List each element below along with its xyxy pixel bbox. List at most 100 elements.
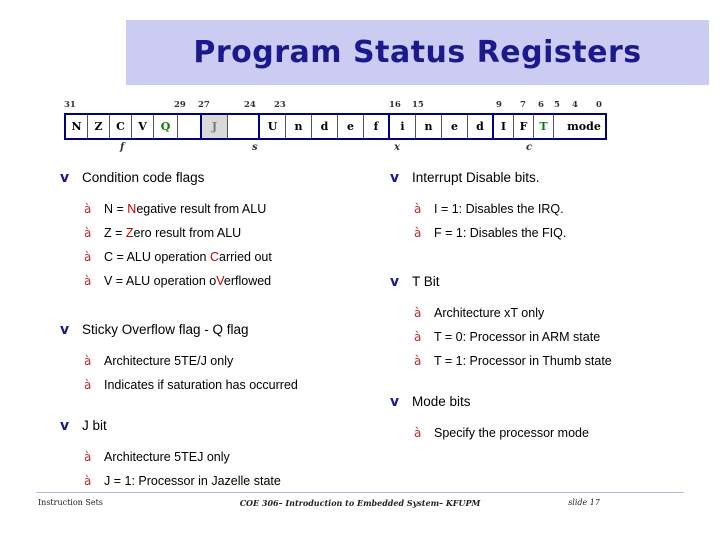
title-banner: Program Status Registers (126, 20, 709, 85)
bit-number: 29 (174, 100, 186, 110)
bullet-level-2: à T = 1: Processor in Thumb state (382, 352, 702, 371)
spacer (52, 192, 382, 200)
bullet-text-pre: C = ALU operation (104, 250, 210, 264)
spacer (382, 192, 702, 200)
register-bit-cell: N (66, 115, 88, 138)
bullet-text: Mode bits (412, 394, 471, 409)
bullet-arrow-icon: à (84, 378, 92, 392)
bullet-arrow-icon: à (414, 202, 422, 216)
bit-number: 5 (554, 100, 560, 110)
register-bit-cell: d (312, 115, 338, 138)
bullet-level-1: v Mode bits (382, 392, 702, 412)
register-bit-cell: I (494, 115, 514, 138)
register-field-label: c (526, 142, 533, 153)
bit-number: 0 (596, 100, 602, 110)
register-bit-cell: J (202, 115, 228, 138)
bullet-text: Indicates if saturation has occurred (104, 378, 298, 392)
spacer (382, 416, 702, 424)
bullet-text: T = 1: Processor in Thumb state (434, 354, 612, 368)
bullet-text-post: arried out (219, 250, 272, 264)
bullet-text: I = 1: Disables the IRQ. (434, 202, 564, 216)
bullet-level-2: à I = 1: Disables the IRQ. (382, 200, 702, 219)
register-bit-cell: i (390, 115, 416, 138)
bit-number: 24 (244, 100, 256, 110)
bullet-diamond-icon: v (390, 170, 400, 186)
bullet-diamond-icon: v (390, 394, 400, 410)
register-bit-cell: V (132, 115, 154, 138)
bit-number: 16 (389, 100, 401, 110)
bullet-text: T Bit (412, 274, 440, 289)
bullet-arrow-icon: à (84, 274, 92, 288)
footer-center-text: COE 306– Introduction to Embedded System… (239, 498, 481, 508)
bit-number: 31 (64, 100, 76, 110)
bullet-arrow-icon: à (414, 330, 422, 344)
bullet-text-post: egative result from ALU (136, 202, 267, 216)
bullet-diamond-icon: v (60, 418, 70, 434)
bullet-text-highlight: Z (125, 226, 134, 240)
spacer (52, 440, 382, 448)
bullet-text-highlight: C (209, 250, 220, 264)
register-bit-cell: n (286, 115, 312, 138)
register-field-label: x (394, 142, 400, 153)
bullet-text: Architecture 5TEJ only (104, 450, 230, 464)
spacer (382, 296, 702, 304)
register-bit-cell: T (534, 115, 554, 138)
bullet-text: Sticky Overflow flag - Q flag (82, 322, 249, 337)
register-field-label: s (252, 142, 258, 153)
register-bit-cell: d (468, 115, 494, 138)
bullet-arrow-icon: à (84, 474, 92, 488)
register-bit-cell: e (338, 115, 364, 138)
footer-divider (36, 492, 684, 493)
spacer (52, 400, 382, 416)
slide-footer: Instruction Sets COE 306– Introduction t… (0, 492, 720, 518)
bullet-arrow-icon: à (414, 226, 422, 240)
bit-number: 15 (412, 100, 424, 110)
register-bit-cell: e (442, 115, 468, 138)
bullet-text: T = 0: Processor in ARM state (434, 330, 601, 344)
bullet-text: Architecture xT only (434, 306, 545, 320)
bullet-text-pre: V = ALU operation o (104, 274, 217, 288)
bullet-arrow-icon: à (84, 354, 92, 368)
bit-number: 6 (538, 100, 544, 110)
bullet-level-2: à Indicates if saturation has occurred (52, 376, 382, 395)
register-field-label: f (120, 142, 125, 153)
bullet-text: F = 1: Disables the FIQ. (434, 226, 567, 240)
bit-number: 9 (496, 100, 502, 110)
bit-number: 7 (520, 100, 526, 110)
footer-slide-number: slide 17 (568, 498, 600, 507)
bit-number: 27 (198, 100, 210, 110)
bullet-level-2: à T = 0: Processor in ARM state (382, 328, 702, 347)
spacer (382, 376, 702, 392)
bullet-level-1: v T Bit (382, 272, 702, 292)
register-bit-cell: n (416, 115, 442, 138)
bullet-text-post: ero result from ALU (133, 226, 242, 240)
bullet-text-post: erflowed (223, 274, 272, 288)
register-bit-cell (228, 115, 260, 138)
register-bit-cell: f (364, 115, 390, 138)
bullet-arrow-icon: à (414, 426, 422, 440)
bullet-text: J bit (82, 418, 107, 433)
bullet-arrow-icon: à (84, 250, 92, 264)
bullet-arrow-icon: à (414, 306, 422, 320)
bullet-diamond-icon: v (390, 274, 400, 290)
bullet-level-2: à F = 1: Disables the FIQ. (382, 224, 702, 243)
bit-number: 4 (572, 100, 578, 110)
bullet-arrow-icon: à (414, 354, 422, 368)
register-bit-cell: C (110, 115, 132, 138)
bullet-level-1: v J bit (52, 416, 382, 436)
bullet-arrow-icon: à (84, 202, 92, 216)
